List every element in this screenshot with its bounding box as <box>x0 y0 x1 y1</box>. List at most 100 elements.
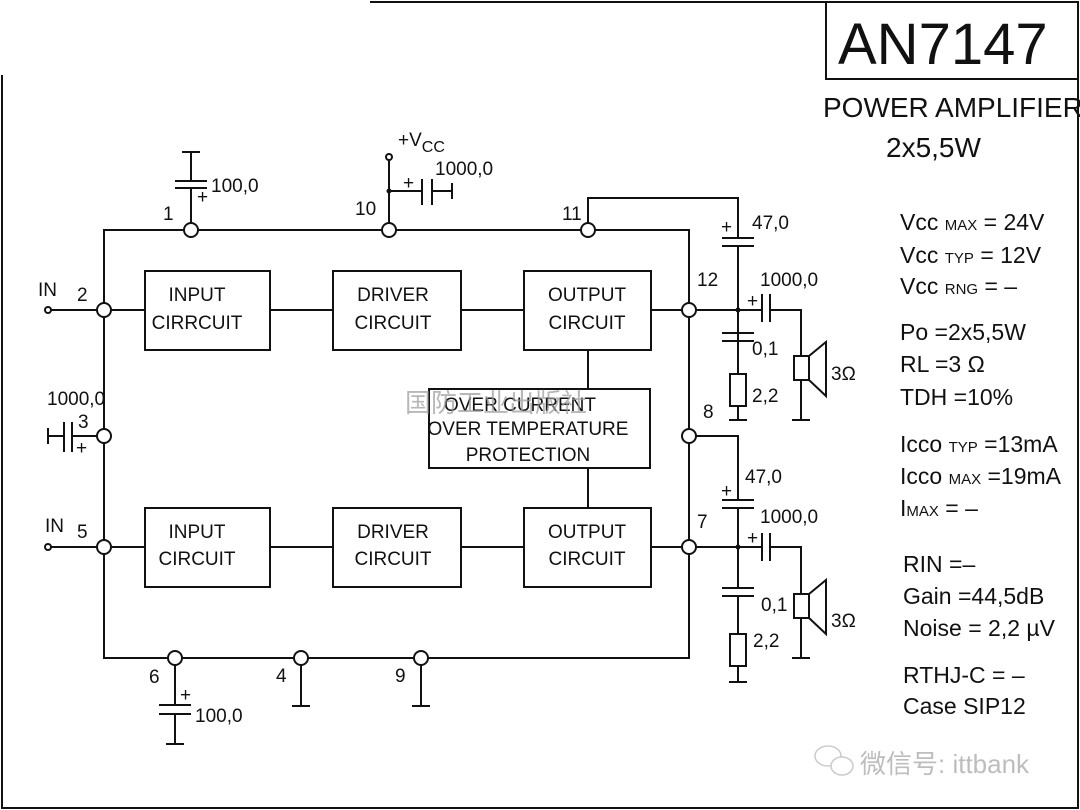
block-input-top-l2: CIRRCUIT <box>152 313 243 334</box>
cap-out-bottom-value: 1000,0 <box>760 507 818 528</box>
output-cap-bottom <box>738 533 802 594</box>
pin-8-label: 8 <box>703 402 714 423</box>
cap-out-top-value: 1000,0 <box>760 270 818 291</box>
title-box <box>825 1 1079 80</box>
block-input-top <box>144 270 271 351</box>
input-top-label: IN <box>38 280 57 301</box>
pin-9-label: 9 <box>395 666 406 687</box>
ground-bottom-zobel <box>729 666 747 683</box>
bootstrap-cap-bottom <box>689 435 754 588</box>
block-driver-bottom-l1: DRIVER <box>357 522 429 543</box>
cap-zobel-bottom-value: 0,1 <box>761 595 787 616</box>
block-output-bottom-l2: CIRCUIT <box>548 549 625 570</box>
speaker-bottom-cone <box>808 577 827 637</box>
spec-tdh: TDH =10% <box>900 384 1013 410</box>
pin-10-label: 10 <box>355 199 376 220</box>
speaker-top-icon <box>793 355 810 381</box>
plus-sign: + <box>747 528 758 549</box>
block-driver-top-l1: DRIVER <box>357 285 429 306</box>
plus-sign: + <box>721 481 732 502</box>
ic-boundary <box>103 229 690 659</box>
cap-pin10-value: 1000,0 <box>435 159 493 180</box>
junction <box>386 188 392 194</box>
pin-11 <box>580 222 596 238</box>
pin-8 <box>681 428 697 444</box>
block-protection <box>428 388 651 469</box>
pin-10 <box>381 222 397 238</box>
pin-6 <box>167 650 183 666</box>
plus-sign: + <box>180 685 191 706</box>
wechat-watermark: 微信号: ittbank <box>860 749 1030 779</box>
spec-gain: Gain =44,5dB <box>903 583 1044 609</box>
block-protection-l3: PROTECTION <box>466 445 591 466</box>
block-input-bottom-l2: CIRCUIT <box>158 549 235 570</box>
pin-12 <box>681 302 697 318</box>
cap-boot-bottom-value: 47,0 <box>745 467 782 488</box>
spec-case: Case SIP12 <box>903 693 1026 719</box>
zobel-cap-top <box>722 332 754 374</box>
spec-imax: IMAX = – <box>900 495 978 521</box>
pin-6-label: 6 <box>149 667 160 688</box>
block-protection-l2: OVER TEMPERATURE <box>428 419 629 440</box>
plus-sign: + <box>721 217 732 238</box>
ground-top-zobel <box>729 406 747 421</box>
pin-4 <box>293 650 309 666</box>
plus-sign: + <box>76 438 87 459</box>
input-terminal-bottom <box>44 543 52 551</box>
block-driver-bottom <box>332 507 462 588</box>
cap-pin1 <box>175 151 207 230</box>
description: POWER AMPLIFIER <box>823 92 1080 123</box>
spec-vcc-typ: Vcc TYP = 12V <box>900 242 1042 268</box>
block-driver-top <box>332 270 462 351</box>
pin-5-label: 5 <box>77 522 88 543</box>
publisher-watermark: 国防工业出版社 <box>405 389 587 419</box>
block-input-bottom <box>144 507 271 588</box>
spec-noise: Noise = 2,2 µV <box>903 615 1056 641</box>
plus-sign: + <box>197 187 208 208</box>
spec-vcc-max: Vcc MAX = 24V <box>900 209 1045 235</box>
speaker-bottom-icon <box>793 593 810 619</box>
block-output-bottom-l1: OUTPUT <box>548 522 627 543</box>
input-bottom-label: IN <box>45 516 64 537</box>
pin-4-label: 4 <box>276 666 287 687</box>
specs-panel: Vcc MAX = 24V Vcc TYP = 12V Vcc RNG = – … <box>900 209 1062 719</box>
spec-icco-max: Icco MAX =19mA <box>900 463 1062 489</box>
vcc-label: +VCC <box>398 130 445 156</box>
res-zobel-bottom-value: 2,2 <box>753 631 779 652</box>
cap-pin6-value: 100,0 <box>195 706 243 727</box>
zobel-resistor-top <box>729 373 747 407</box>
input-terminal-top <box>44 306 52 314</box>
spec-icco-typ: Icco TYP =13mA <box>900 431 1058 457</box>
cap-pin3-value: 1000,0 <box>47 389 105 410</box>
cap-zobel-top-value: 0,1 <box>752 339 778 360</box>
zobel-resistor-bottom <box>729 633 747 667</box>
pin-2-label: 2 <box>77 285 88 306</box>
cap-pin3 <box>47 422 104 452</box>
cap-pin6 <box>159 658 191 745</box>
pin-3 <box>96 428 112 444</box>
pin-12-label: 12 <box>697 270 718 291</box>
zobel-cap-bottom <box>722 587 754 634</box>
spec-rin: RIN =– <box>903 551 975 577</box>
wechat-icon <box>814 745 854 776</box>
pin-7-label: 7 <box>697 512 708 533</box>
block-protection-l1: OVER CURRENT <box>444 395 596 416</box>
pin-1 <box>183 222 199 238</box>
plus-sign: + <box>747 291 758 312</box>
ground-bottom-speaker <box>792 618 810 659</box>
cap-pin10 <box>388 158 453 230</box>
pin-7 <box>681 539 697 555</box>
output-cap-top <box>738 294 802 356</box>
spec-po: Po =2x5,5W <box>900 319 1026 345</box>
block-input-top-l1: INPUT <box>169 285 226 306</box>
part-number: AN7147 <box>838 12 1048 77</box>
power-rating: 2x5,5W <box>886 132 981 163</box>
cap-boot-top-value: 47,0 <box>752 213 789 234</box>
spec-rth: RTHJ-C = – <box>903 662 1025 688</box>
block-output-top <box>523 270 652 351</box>
block-output-bottom <box>523 507 652 588</box>
vcc-terminal <box>385 153 393 161</box>
speaker-top-cone <box>808 339 827 399</box>
